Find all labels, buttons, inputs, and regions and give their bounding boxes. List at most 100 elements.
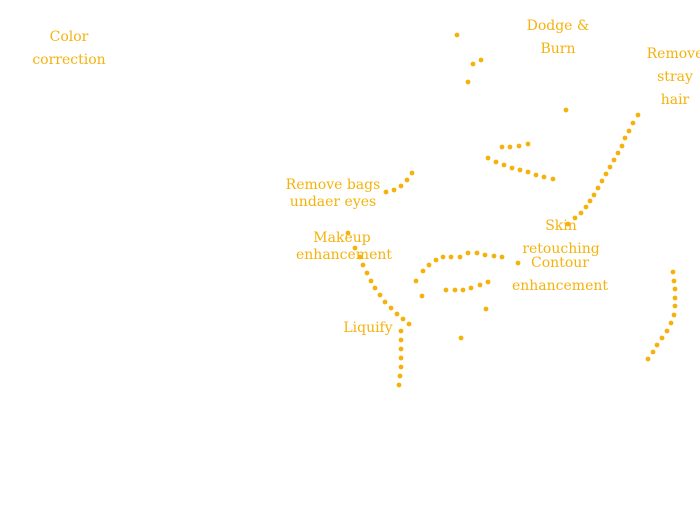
outline-dot [626,128,632,134]
upper-lip-dots [413,250,505,284]
outline-dot [517,167,523,173]
outline-dot [671,278,677,284]
lower-lip-dots [443,279,491,293]
outline-dot [509,165,515,171]
outline-dot [507,144,513,150]
outline-dot [419,293,425,299]
outline-dot [659,335,665,341]
outline-dot [388,305,394,311]
outline-dot [383,189,389,195]
outline-dot [357,254,363,260]
right-shoulder-dots [645,269,678,362]
outline-dot [352,245,358,251]
label-remove-stray-hair: Remove stray hair [646,46,700,108]
outline-dot [493,159,499,165]
outline-dot [670,269,676,275]
outline-dot [603,171,609,177]
outline-dot [485,279,491,285]
outline-dot [482,252,488,258]
outline-dot [654,342,660,348]
outline-dot [668,320,674,326]
outline-dot [485,155,491,161]
outline-dot [398,355,404,361]
label-makeup-enhancement: Makeup enhancement [296,230,393,263]
outline-dot [391,187,397,193]
label-liquify: Liquify [343,320,393,336]
outline-dot [458,335,464,341]
outline-dot [515,260,521,266]
outline-dot [409,170,415,176]
outline-dot [595,185,601,191]
outline-dot [397,373,403,379]
cheek-dot [563,107,569,113]
outline-dot [615,150,621,156]
outline-dot [468,285,474,291]
outline-dot [491,253,497,259]
outline-dot [396,382,402,388]
eyebrow-dots [499,141,531,150]
outline-dot [635,112,641,118]
outline-dot [404,177,410,183]
lip-corner-dot [515,260,521,266]
outline-dot [563,107,569,113]
outline-dot [672,295,678,301]
outline-dot [565,221,571,227]
outline-dot [382,299,388,305]
outline-dot [345,230,351,236]
outline-dot [516,143,522,149]
outline-dot [433,257,439,263]
outline-dot [578,210,584,216]
outline-dot [398,337,404,343]
outline-dot [645,356,651,362]
outline-dot [587,198,593,204]
left-contour-dots [345,230,412,327]
label-contour-enhancement: Contour enhancement [511,255,608,294]
outline-dot [664,328,670,334]
outline-dot [398,346,404,352]
outline-dot [360,262,366,268]
outline-dot [406,321,412,327]
outline-dot [448,254,454,260]
outline-dot [477,282,483,288]
outline-dot [650,349,656,355]
outline-dot [426,262,432,268]
label-remove-bags: Remove bags undaer eyes [285,177,381,210]
outline-dot [672,286,678,292]
outline-dot [501,162,507,168]
outline-dot [413,278,419,284]
hair-dots [454,32,484,85]
label-skin-retouching: Skin retouching [522,218,600,257]
outline-dot [443,287,449,293]
outline-dot [364,270,370,276]
outline-dot [420,268,426,274]
outline-dot [619,143,625,149]
outline-dot [368,278,374,284]
outline-dot [457,254,463,260]
outline-dot [483,306,489,312]
outline-dot [499,254,505,260]
outline-dot [525,169,531,175]
outline-dot [465,250,471,256]
outline-dot [611,157,617,163]
outline-dot [525,141,531,147]
outline-dot [630,120,636,126]
outline-dot [541,174,547,180]
outline-dot [460,287,466,293]
face-edge-dots [565,112,641,227]
eye-dots [485,155,556,182]
outline-dot [452,287,458,293]
neck-dots [396,328,404,388]
outline-dot [398,183,404,189]
outline-dot [591,192,597,198]
outline-dot [607,164,613,170]
outline-dot [583,204,589,210]
outline-dot [599,178,605,184]
outline-dot [398,364,404,370]
outline-dot [622,135,628,141]
outline-dot [474,250,480,256]
outline-dot [398,328,404,334]
outline-dot [533,172,539,178]
outline-dot [465,79,471,85]
outline-dot [572,215,578,221]
